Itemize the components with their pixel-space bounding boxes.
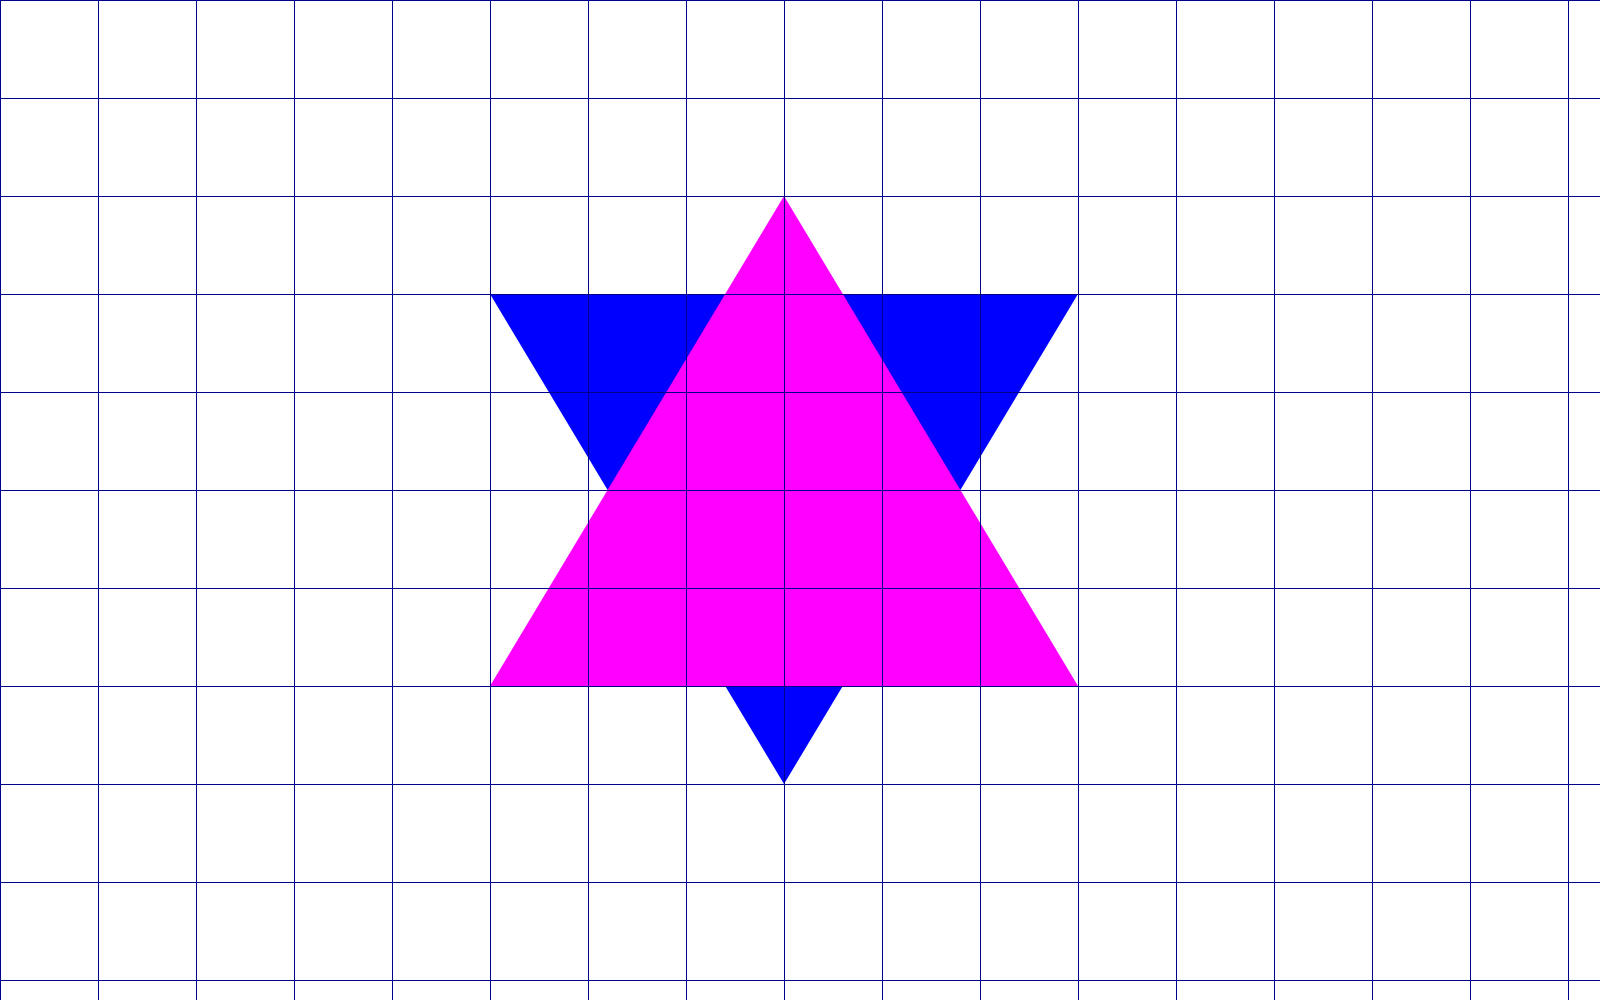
grid-layer	[0, 0, 1600, 1000]
star-diagram	[0, 0, 1600, 1000]
diagram-canvas	[0, 0, 1600, 1000]
